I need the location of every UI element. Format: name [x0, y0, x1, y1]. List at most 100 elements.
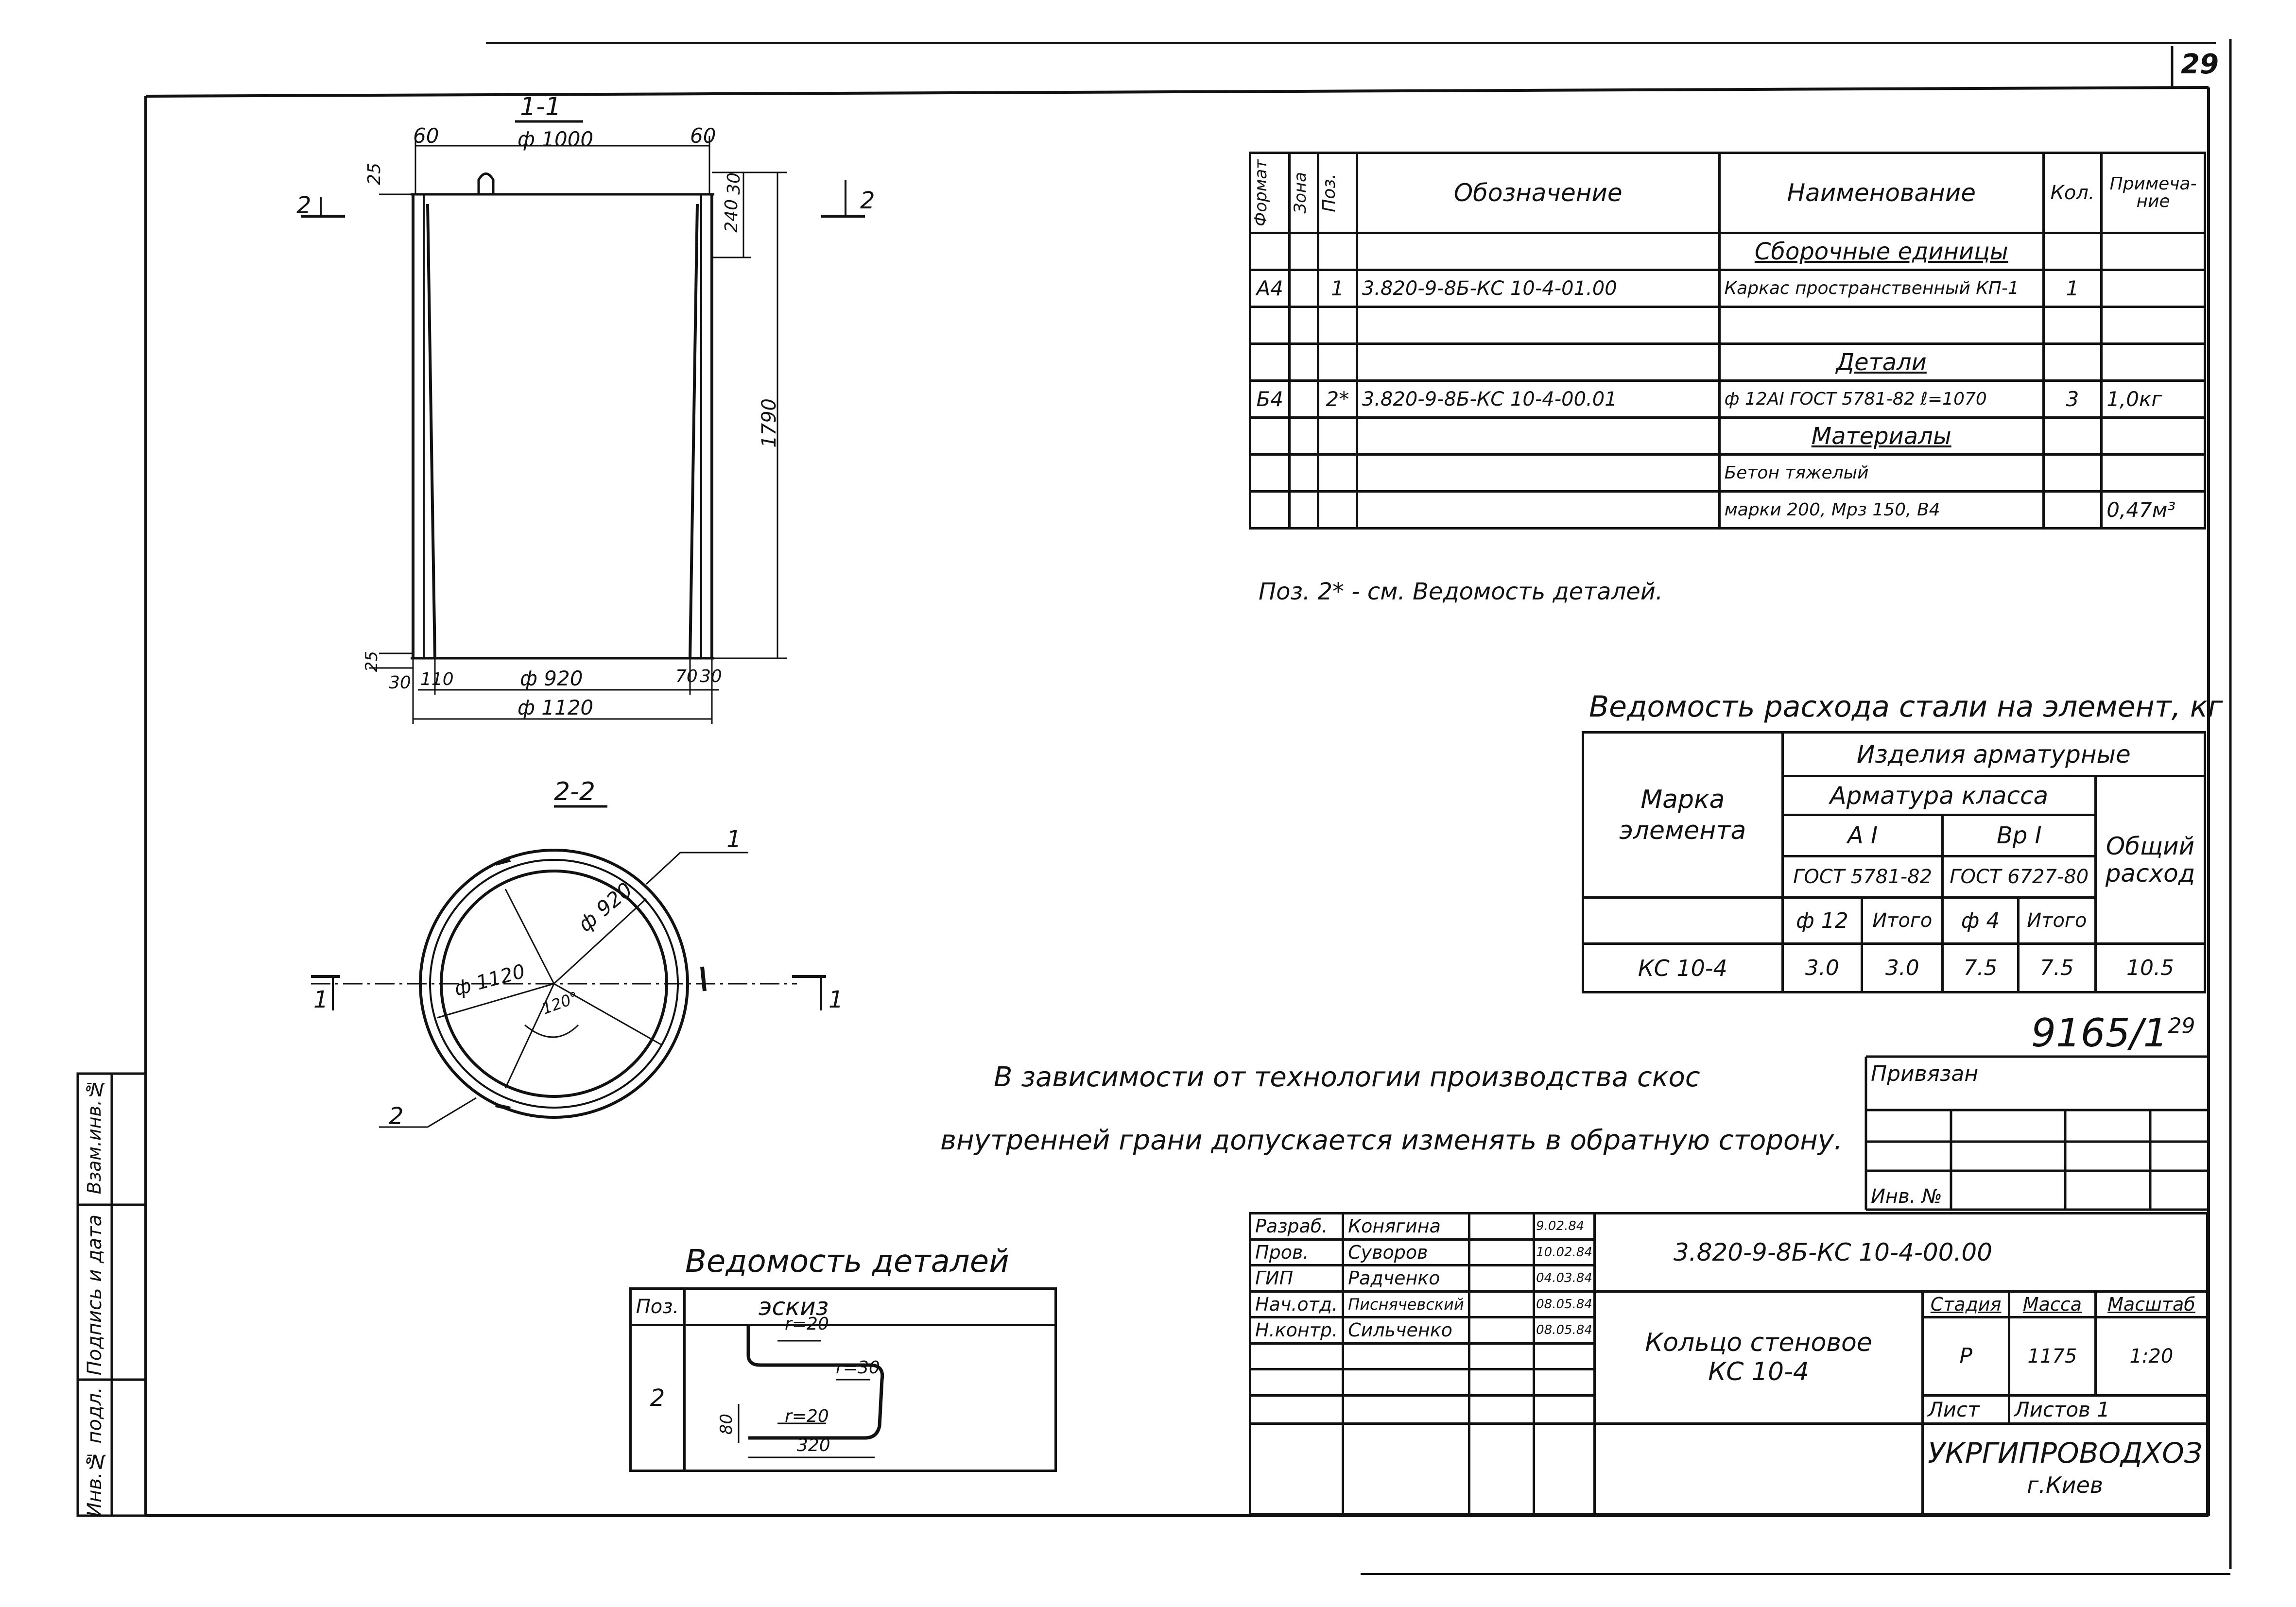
spec-cell-format: [1248, 232, 1291, 271]
spec-cell-name: Бетон тяжелый: [1718, 453, 2045, 493]
doc-number: 9165/129: [2031, 1010, 2195, 1056]
spec-cell-name: Материалы: [1718, 416, 2045, 456]
title-block: Разраб. Конягина 9.02.84 3.820-9-8Б-КС 1…: [1248, 1212, 2209, 1516]
spec-col-zone: Зона: [1291, 172, 1311, 214]
spec-cell-qty: [2042, 342, 2103, 382]
dim-side-25: 25: [364, 163, 384, 185]
tb-product: Кольцо стеновое КС 10-4: [1593, 1290, 1924, 1425]
spec-cell-zone: [1288, 453, 1319, 493]
steel-row-total: 10.5: [2094, 942, 2206, 993]
spec-cell-zone: [1288, 416, 1319, 456]
spec-col-pos: Поз.: [1319, 173, 1339, 212]
steel-row-value: 3.0: [1781, 942, 1864, 993]
spec-col-format: Формат: [1251, 159, 1271, 226]
spec-footnote: Поз. 2* - см. Ведомость деталей.: [1259, 578, 1663, 605]
spec-cell-designation: [1355, 416, 1721, 456]
spec-cell-note: 0,47м³: [2100, 490, 2206, 530]
tb-org-line2: г.Киев: [2027, 1471, 2103, 1498]
steel-sub-total1: Итого: [1861, 896, 1944, 945]
spec-cell-pos: 2*: [1316, 379, 1358, 419]
dim-240: 240: [722, 199, 742, 233]
tb-date: 04.03.84: [1533, 1264, 1596, 1293]
spec-cell-qty: [2042, 453, 2103, 493]
detail-dim-80: 80: [717, 1414, 736, 1435]
note-line-2: внутренней грани допускается изменять в …: [940, 1125, 1843, 1156]
detail-dim-r20a: r=20: [785, 1314, 829, 1334]
tb-mass: 1175: [2008, 1316, 2097, 1397]
tb-signature: [1467, 1238, 1536, 1267]
spec-cell-designation: [1355, 490, 1721, 530]
side-replace-inv: Взам.инв.№: [84, 1078, 105, 1195]
spec-header-row: Формат Зона Поз. Обозначение Наименовани…: [1248, 152, 2206, 234]
section-2-2-title: 2-2: [554, 777, 595, 806]
tb-signature: [1467, 1212, 1536, 1241]
dim-top-mid: ф 1000: [518, 127, 594, 151]
tb-org-line1: УКРГИПРОВОДХОЗ: [1928, 1436, 2202, 1470]
tb-signature: [1467, 1264, 1536, 1293]
spec-col-note: Примеча-ние: [2100, 152, 2206, 234]
spec-col-qty: Кол.: [2042, 152, 2103, 234]
spec-row: Бетон тяжелый: [1248, 453, 2206, 493]
tb-mass-label: Масса: [2008, 1290, 2097, 1319]
tb-sheet-label: Лист: [1921, 1394, 2011, 1425]
spec-cell-pos: [1316, 342, 1358, 382]
tb-product-line2: КС 10-4: [1708, 1357, 1809, 1387]
spec-cell-format: А4: [1248, 269, 1291, 308]
note-line-1: В зависимости от технологии производства…: [994, 1061, 1700, 1093]
details-table: Поз. эскиз 2: [629, 1287, 1057, 1472]
spec-cell-name: Каркас пространственный КП-1: [1718, 269, 2045, 308]
spec-cell-zone: [1288, 306, 1319, 345]
spec-cell-name: Сборочные единицы: [1718, 232, 2045, 271]
spec-cell-note: [2100, 416, 2206, 456]
spec-cell-zone: [1288, 490, 1319, 530]
spec-cell-zone: [1288, 269, 1319, 308]
section-2-2-drawing: [311, 805, 826, 1128]
dim-bottom-920: ф 920: [520, 667, 583, 690]
tb-stage-label: Стадия: [1921, 1290, 2011, 1319]
spec-cell-name: ф 12АI ГОСТ 5781-82 ℓ=1070: [1718, 379, 2045, 419]
spec-cell-pos: [1316, 453, 1358, 493]
tb-role: ГИП: [1248, 1264, 1345, 1293]
detail-dim-320: 320: [797, 1436, 830, 1455]
spec-cell-qty: [2042, 416, 2103, 456]
tb-role: Н.контр.: [1248, 1316, 1345, 1345]
steel-row-value: 7.5: [2017, 942, 2097, 993]
spec-cell-format: [1248, 490, 1291, 530]
tb-signature: [1467, 1290, 1536, 1319]
tb-name: Суворов: [1342, 1238, 1470, 1267]
spec-cell-format: Б4: [1248, 379, 1291, 419]
spec-row: Материалы: [1248, 416, 2206, 456]
spec-cell-qty: [2042, 490, 2103, 530]
dim-bottom-70: 70: [675, 667, 698, 686]
side-inv-orig: Инв.№ подл.: [84, 1387, 106, 1517]
tb-name: Сильченко: [1342, 1316, 1470, 1345]
tb-date: 10.02.84: [1533, 1238, 1596, 1267]
spec-cell-designation: 3.820-9-8Б-КС 10-4-01.00: [1355, 269, 1721, 308]
details-row-sketch: [683, 1324, 1057, 1472]
spec-cell-name: Детали: [1718, 342, 2045, 382]
steel-row-value: 7.5: [1941, 942, 2020, 993]
spec-cell-format: [1248, 342, 1291, 382]
tb-scale-label: Масштаб: [2094, 1290, 2209, 1319]
dim-bottom-110: 110: [420, 669, 454, 689]
tb-code: 3.820-9-8Б-КС 10-4-00.00: [1593, 1212, 2209, 1293]
spec-cell-note: [2100, 453, 2206, 493]
spec-cell-designation: [1355, 306, 1721, 345]
steel-col-gost2: ГОСТ 6727-80: [1941, 855, 2097, 899]
spec-cell-note: 1,0кг: [2100, 379, 2206, 419]
side-sign-date: Подпись и дата: [84, 1214, 106, 1376]
spec-cell-designation: 3.820-9-8Б-КС 10-4-00.01: [1355, 379, 1721, 419]
spec-cell-format: [1248, 416, 1291, 456]
spec-cell-note: [2100, 269, 2206, 308]
detail-dim-r20b: r=20: [785, 1406, 829, 1426]
tb-name: Конягина: [1342, 1212, 1470, 1241]
details-table-title: Ведомость деталей: [685, 1244, 1009, 1280]
steel-sub-phi4: ф 4: [1941, 896, 2020, 945]
spec-cell-designation: [1355, 232, 1721, 271]
details-col-sketch: эскиз: [683, 1287, 1057, 1326]
steel-table: Марка элемента Изделия арматурные Армату…: [1582, 731, 2207, 993]
spec-cell-note: [2100, 342, 2206, 382]
steel-sub-total2: Итого: [2017, 896, 2097, 945]
